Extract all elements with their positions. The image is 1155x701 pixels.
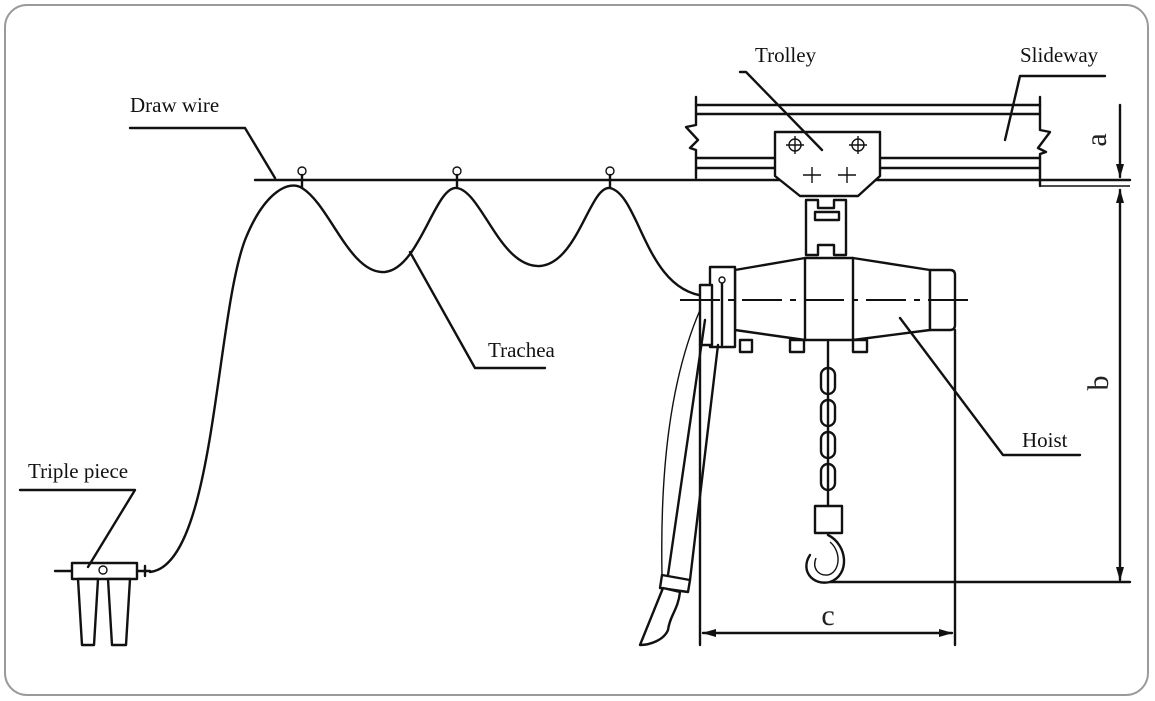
- hanger-3: [605, 166, 615, 190]
- hanger-1: [297, 166, 307, 190]
- dimension-lines: [698, 103, 1132, 647]
- trolley: [773, 130, 882, 257]
- leader-trolley: [738, 70, 824, 152]
- leader-hoist: [898, 316, 1082, 457]
- hoist: [638, 256, 972, 647]
- label-hoist: Hoist: [1022, 428, 1068, 452]
- leader-draw-wire: [128, 126, 277, 180]
- leader-slideway: [1003, 74, 1107, 142]
- label-draw-wire: Draw wire: [130, 93, 219, 117]
- leader-trachea: [408, 250, 547, 370]
- dimension-b: b: [1082, 376, 1115, 391]
- dimension-c: c: [821, 599, 834, 632]
- leader-triple-piece: [18, 488, 137, 569]
- label-trolley: Trolley: [755, 43, 817, 67]
- trachea-hose: [148, 184, 707, 574]
- label-trachea: Trachea: [488, 338, 556, 362]
- slideway: [684, 95, 1052, 188]
- hanger-2: [452, 166, 462, 190]
- draw-wire: [253, 166, 1132, 190]
- label-triple-piece: Triple piece: [28, 459, 128, 483]
- dimension-a: a: [1080, 133, 1113, 146]
- label-slideway: Slideway: [1020, 43, 1099, 67]
